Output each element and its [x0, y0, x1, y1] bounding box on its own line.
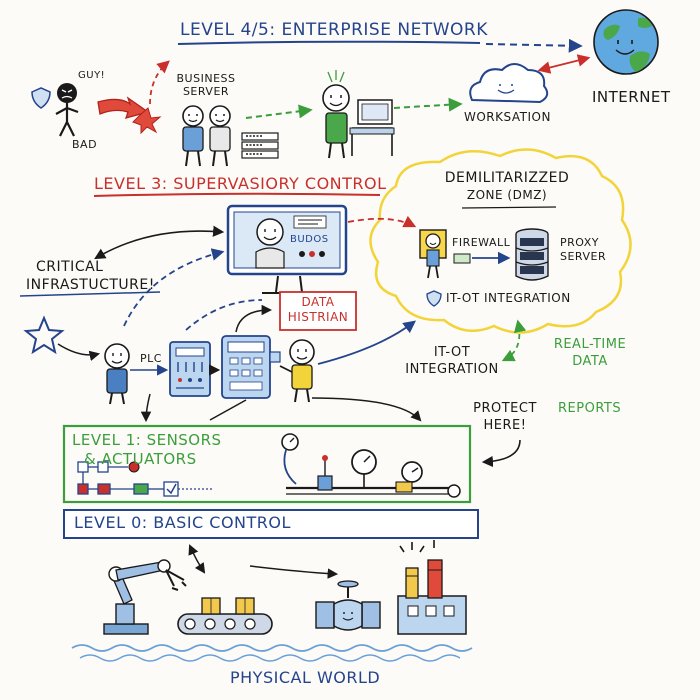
- level3-title: LEVEL 3: SUPERVASIORY CONTROL: [94, 174, 387, 193]
- proxy-server-icon: [515, 228, 549, 281]
- valve-icon: [315, 580, 381, 631]
- field-down-arrow: [311, 397, 422, 422]
- plc-down-arrow: [140, 393, 152, 423]
- business-person-2: [209, 105, 231, 167]
- firewall-card: [453, 253, 471, 264]
- internet-label: INTERNET: [592, 88, 671, 106]
- historian-label-line2: HISTRIAN: [287, 310, 349, 324]
- level45-underline: [177, 40, 481, 45]
- dmz-cloud-outline: [369, 148, 632, 334]
- star-to-plc-arrow: [57, 343, 101, 361]
- protect-arrow: [481, 439, 521, 468]
- plc-to-monitor-dashed: [123, 248, 225, 327]
- business-server-label-line1: BUSINESS: [176, 72, 236, 85]
- critical-label-line2: INFRASTUCTURE!: [26, 277, 155, 293]
- dmz-underline: [461, 206, 557, 209]
- level0-box: [63, 509, 479, 539]
- level45-to-internet-arrow: [485, 38, 583, 53]
- protect-label-line2: HERE!: [483, 418, 527, 433]
- level1-box: [62, 424, 472, 504]
- proxy-server-label: PROXY SERVER: [560, 236, 606, 264]
- data-historian-box: [279, 291, 357, 331]
- realtime-data-label: REAL-TIME DATA: [540, 336, 640, 370]
- level0-title: LEVEL 0: BASIC CONTROL: [74, 513, 291, 532]
- dmz-title-line1: DEMILITARIZZED: [444, 170, 570, 186]
- level0-arrow-valve: [249, 565, 339, 579]
- field-to-dmz-arrow: [317, 320, 417, 365]
- controller-to-monitor-dashed: [185, 299, 263, 331]
- level3-underline: [93, 192, 381, 197]
- critical-underline: [19, 291, 161, 297]
- business-person-1: [182, 105, 204, 167]
- attack-dashed-arrow: [149, 60, 170, 105]
- server-rack-icon: [241, 132, 279, 159]
- protect-label-line1: PROTECT: [473, 401, 537, 416]
- field-operator-figure: [279, 339, 315, 403]
- guy-label: GUY!: [78, 70, 106, 81]
- workstation-desk: [349, 99, 395, 156]
- plc-unit: [169, 341, 211, 397]
- dmz-title: DEMILITARIZZED ZONE (DMZ): [432, 170, 582, 202]
- level1-title-line2: & ACTUATORS: [84, 450, 197, 468]
- controller-to-historian-arrow: [235, 304, 273, 333]
- ladder-schematic: [77, 461, 212, 497]
- business-server-label: BUSINESS SERVER: [174, 72, 238, 98]
- shield-icon-itot: [426, 290, 442, 307]
- physical-world-label: PHYSICAL WORLD: [230, 668, 381, 687]
- controller-unit: [221, 335, 281, 399]
- scada-monitor: [226, 204, 348, 294]
- level45-title: LEVEL 4/5: ENTERPRISE NETWORK: [180, 20, 488, 40]
- level1-title-line1: LEVEL 1: SENSORS: [72, 431, 222, 449]
- itot-label-line1: IT-OT: [433, 345, 471, 360]
- physical-world-waves-2: [79, 654, 461, 662]
- level1-title: LEVEL 1: SENSORS & ACTUATORS: [72, 431, 222, 469]
- plc-operator-figure: [104, 343, 130, 405]
- data-historian-label: DATA HISTRIAN: [282, 295, 354, 325]
- server-to-worker-arrow: [245, 104, 313, 119]
- firewall-guard: [419, 229, 447, 279]
- proxy-label-line1: PROXY: [560, 236, 599, 249]
- workstation-to-cloud-arrow: [393, 97, 463, 112]
- realtime-label-line1: REAL-TIME: [553, 337, 627, 352]
- dmz-itot-label: IT-OT INTEGRATION: [446, 291, 571, 305]
- conveyor-icon: [177, 597, 273, 635]
- dmz-title-line2: ZONE (DMZ): [466, 188, 548, 202]
- realtime-data-arrow: [501, 319, 527, 362]
- monitor-text: BUDOS: [290, 234, 329, 245]
- itot-label-line2: INTEGRATION: [405, 362, 499, 377]
- cloud-icon: [469, 63, 549, 104]
- plc-label: PLC: [140, 352, 162, 365]
- workstation-label: WORKSATION: [464, 110, 551, 124]
- critical-label-line1: CRITICAL: [36, 259, 104, 275]
- critical-to-monitor-arrow: [94, 225, 225, 260]
- business-server-label-line2: SERVER: [182, 85, 230, 98]
- proxy-label-line2: SERVER: [560, 250, 607, 263]
- level0-arrow-left: [188, 544, 206, 574]
- realtime-label-line2: DATA: [572, 354, 608, 369]
- monitor-to-dmz-arrow: [347, 215, 417, 228]
- protect-here-label: PROTECT HERE!: [466, 400, 544, 434]
- globe-icon: [593, 9, 659, 75]
- controller-down-arrow: [209, 399, 247, 421]
- firewall-label: FIREWALL: [452, 236, 511, 249]
- bad-guy-figure: [55, 83, 79, 137]
- bad-label: BAD: [72, 138, 98, 151]
- robot-arm-icon: [103, 559, 187, 635]
- shield-icon: [31, 87, 51, 109]
- physical-world-waves: [71, 644, 473, 652]
- historian-label-line1: DATA: [301, 295, 335, 309]
- critical-infrastructure-label: CRITICAL INFRASTUCTURE!: [26, 258, 155, 294]
- itot-integration-label: IT-OT INTEGRATION: [402, 344, 502, 378]
- factory-icon: [397, 540, 467, 635]
- reports-label: REPORTS: [558, 401, 622, 416]
- star-icon: [23, 315, 65, 355]
- operator-figure: [322, 70, 350, 159]
- cloud-internet-arrow: [537, 54, 591, 74]
- process-piping: [281, 433, 461, 498]
- attack-arrow: [97, 96, 162, 135]
